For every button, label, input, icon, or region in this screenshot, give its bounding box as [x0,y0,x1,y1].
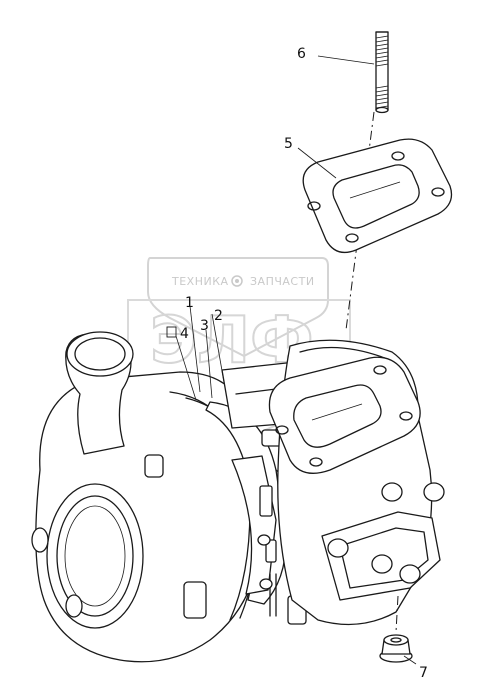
callout-4: 4 [180,326,189,342]
watermark-text-left: ТЕХНИКА [171,275,229,288]
callout-3: 3 [200,318,209,334]
callout-4-marker [166,326,177,338]
turbocharger-body [31,331,445,663]
watermark-gear-icon [231,275,243,287]
callout-5: 5 [284,136,293,152]
callout-6: 6 [297,46,306,62]
nut-center-line [395,595,399,633]
part-6-stud [375,31,389,114]
callout-leaders [175,55,417,665]
callout-1: 1 [185,295,194,311]
part-5-gasket [302,138,453,254]
callout-2: 2 [214,308,223,324]
part-7-flange-nut [379,634,413,663]
callout-7: 7 [419,665,428,681]
outlet-bolts [327,482,445,584]
watermark-text-right: ЗАПЧАСТИ [250,275,315,288]
